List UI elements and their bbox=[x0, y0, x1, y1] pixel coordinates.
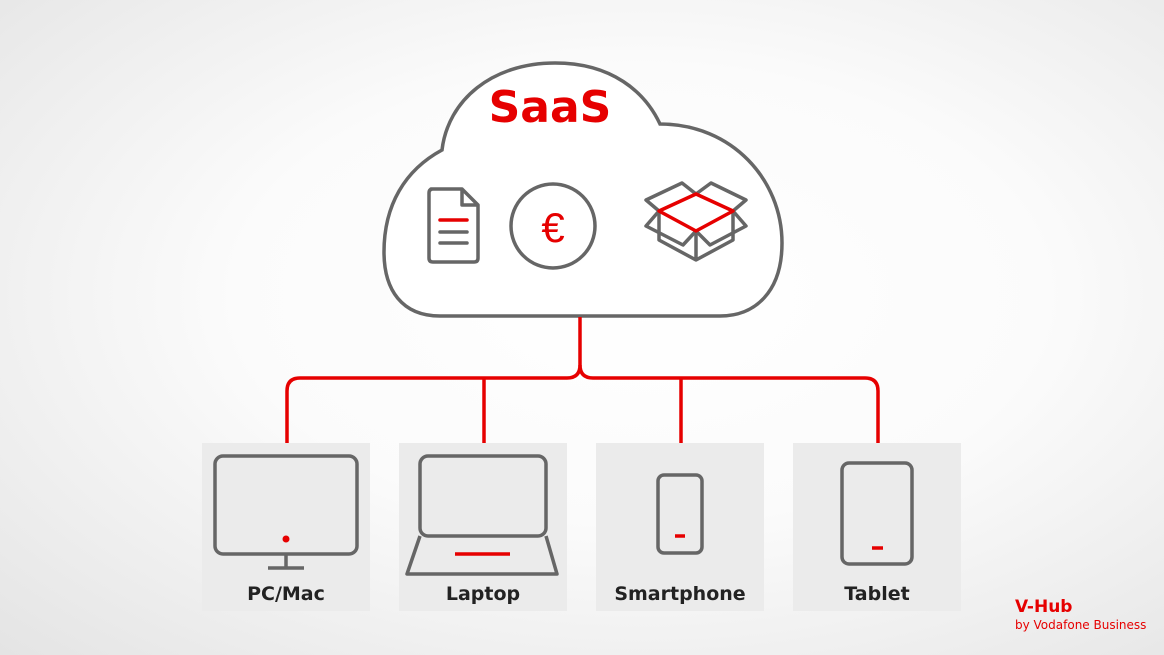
monitor-icon bbox=[213, 454, 359, 570]
device-label: Smartphone bbox=[614, 583, 746, 605]
device-label: Tablet bbox=[844, 583, 910, 605]
device-smartphone: Smartphone bbox=[596, 443, 764, 611]
brand-name: V-Hub bbox=[1015, 597, 1073, 617]
laptop-icon bbox=[405, 454, 559, 576]
brand-subtitle: by Vodafone Business bbox=[1015, 618, 1147, 632]
device-pc-mac: PC/Mac bbox=[202, 443, 370, 611]
device-tablet: Tablet bbox=[793, 443, 961, 611]
svg-text:€: € bbox=[541, 204, 564, 251]
euro-icon: € bbox=[509, 182, 597, 270]
box-icon bbox=[644, 181, 748, 262]
tablet-icon bbox=[840, 461, 914, 566]
device-laptop: Laptop bbox=[399, 443, 567, 611]
document-icon bbox=[427, 187, 480, 264]
connector-lines bbox=[285, 317, 880, 443]
device-label: Laptop bbox=[445, 583, 521, 605]
saas-title: SaaS bbox=[488, 82, 612, 133]
device-label: PC/Mac bbox=[247, 583, 325, 605]
smartphone-icon bbox=[656, 473, 704, 555]
